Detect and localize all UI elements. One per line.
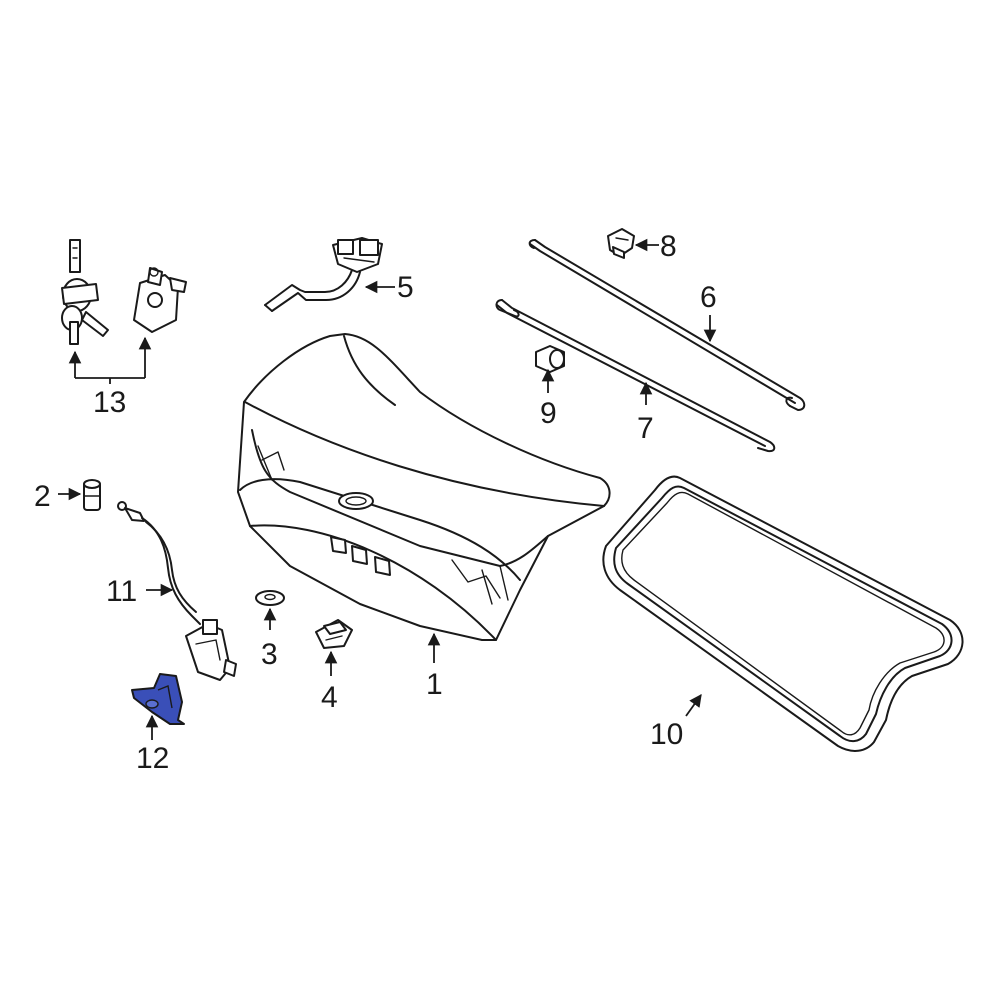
callout-3: 3 <box>261 638 278 671</box>
part-11-release-cable[interactable] <box>117 501 237 681</box>
callout-6: 6 <box>700 281 717 314</box>
callout-7: 7 <box>637 412 654 445</box>
callout-12: 12 <box>136 742 169 775</box>
callout-11: 11 <box>106 575 137 608</box>
part-9-bumper[interactable] <box>535 345 565 373</box>
callout-8: 8 <box>660 230 677 263</box>
part-13-lock-cylinder[interactable] <box>61 239 109 345</box>
part-13-latch-actuator[interactable] <box>133 267 187 333</box>
leader-10 <box>685 693 702 717</box>
callout-13: 13 <box>93 386 126 419</box>
part-6-prop-rod[interactable] <box>528 239 806 411</box>
callout-10: 10 <box>650 718 683 751</box>
callout-4: 4 <box>321 681 338 714</box>
part-2-bumper-stop[interactable] <box>83 479 101 511</box>
part-12-bracket-highlighted[interactable] <box>131 673 185 725</box>
callout-2: 2 <box>34 480 51 513</box>
callout-1: 1 <box>426 668 443 701</box>
part-8-clip[interactable] <box>607 228 635 259</box>
part-3-grommet[interactable] <box>255 590 285 606</box>
callout-5: 5 <box>397 271 414 304</box>
callout-13-bracket <box>68 336 152 384</box>
part-10-weatherstrip[interactable] <box>602 475 964 752</box>
part-4-clip[interactable] <box>315 619 353 649</box>
part-7-torsion-rod[interactable] <box>495 299 776 453</box>
part-5-harness[interactable] <box>264 237 383 312</box>
callout-9: 9 <box>540 397 557 430</box>
part-1-trunk-lid[interactable] <box>237 333 611 641</box>
